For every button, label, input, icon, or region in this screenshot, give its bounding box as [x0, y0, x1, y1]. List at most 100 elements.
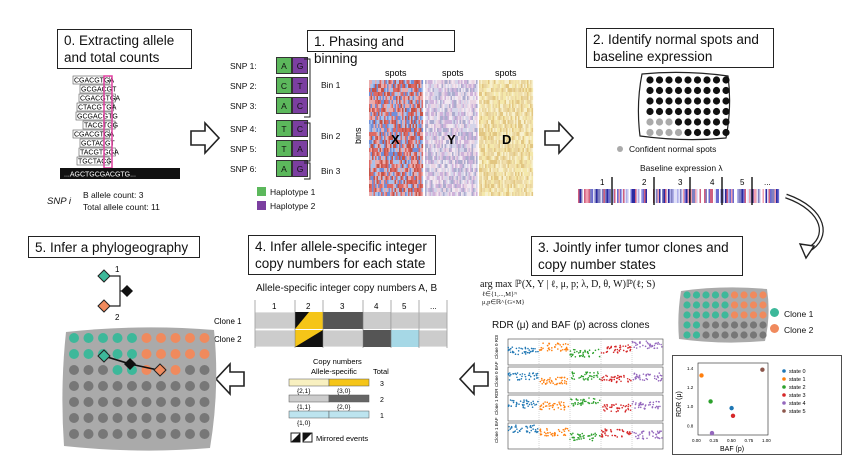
step0-title-line2: and total counts — [64, 50, 160, 65]
track-point — [581, 375, 583, 378]
map-spot — [69, 365, 79, 375]
track-point — [545, 434, 548, 437]
map-spot — [170, 381, 181, 391]
track-point — [586, 350, 589, 353]
spot — [646, 86, 654, 95]
track-point — [521, 352, 524, 354]
hap2-label: Haplotype 2 — [270, 201, 316, 211]
clone-spot — [683, 321, 691, 329]
spot — [655, 97, 664, 105]
track-point — [585, 400, 587, 403]
track-point — [548, 405, 550, 407]
track-point — [556, 403, 559, 406]
track-label: Clone 1 RDR — [494, 388, 499, 415]
track-point — [656, 436, 658, 438]
argmax-formula: arg max ℙ(X, Y | ℓ, μ, p; λ, D, θ, W)ℙ(ℓ… — [480, 279, 655, 306]
track-label: Clone 0 BAF — [494, 361, 499, 387]
track-point — [530, 401, 533, 404]
track-point — [507, 429, 510, 432]
clone-spot — [721, 331, 729, 339]
track-point — [539, 405, 542, 408]
track-point — [532, 400, 534, 403]
track-point — [651, 344, 653, 347]
track-point — [587, 376, 590, 379]
track-point — [647, 373, 649, 375]
map-spot — [199, 429, 210, 439]
track-point — [603, 404, 606, 406]
track-point — [602, 406, 604, 408]
phylogeography-map — [62, 327, 217, 451]
bin-3-label: Bin 3 — [321, 166, 341, 176]
track-point — [528, 349, 531, 351]
track-point — [548, 378, 551, 381]
track-point — [627, 403, 630, 406]
track-point — [590, 378, 593, 380]
track-point — [636, 343, 639, 346]
bins-axis-label: bins — [355, 127, 363, 144]
matrix-d-label: D — [502, 132, 511, 147]
spot — [693, 86, 702, 95]
spot — [665, 86, 673, 95]
spot — [684, 118, 692, 126]
clone-spot — [721, 311, 729, 319]
map-spot — [69, 413, 79, 423]
spot — [703, 86, 711, 95]
spot — [703, 76, 711, 84]
track-point — [528, 403, 531, 406]
cn-legend-allele-b: {3,0} — [337, 388, 351, 395]
track-point — [629, 404, 632, 407]
track-point — [510, 373, 512, 376]
track-point — [515, 347, 518, 350]
track-point — [567, 429, 570, 432]
track-point — [580, 399, 582, 401]
track-point — [594, 349, 597, 352]
cn-cell-blue — [391, 330, 419, 347]
track-point — [570, 377, 573, 379]
track-point — [572, 404, 575, 407]
track-point — [540, 346, 543, 349]
track-point — [579, 349, 581, 352]
map-spot — [199, 381, 210, 391]
track-point — [515, 404, 518, 406]
track-point — [636, 375, 638, 377]
read-box — [78, 93, 116, 103]
map-spot — [170, 349, 181, 359]
track-point — [617, 374, 619, 377]
track-point — [600, 433, 603, 436]
allele-cell: C — [292, 120, 308, 137]
track-point — [639, 406, 642, 409]
track-point — [659, 430, 661, 432]
y-tick-label: 1.0 — [687, 404, 694, 409]
track-point — [542, 342, 544, 344]
track-point — [616, 428, 619, 431]
spot — [712, 118, 721, 126]
track-point — [656, 343, 659, 345]
track-point — [533, 374, 536, 377]
track-frame — [507, 394, 664, 422]
x-tick-label: 0.25 — [710, 438, 719, 443]
track-point — [570, 355, 573, 358]
map-spot — [112, 365, 123, 375]
segment-label: 1 — [600, 178, 605, 187]
track-point — [521, 375, 523, 378]
track-point — [521, 403, 524, 406]
track-point — [554, 343, 557, 346]
legend-marker — [782, 401, 786, 405]
track-point — [592, 400, 595, 403]
track-point — [537, 400, 539, 403]
track-point — [519, 373, 521, 376]
track-point — [567, 343, 569, 346]
track-point — [543, 431, 546, 434]
reference-seq: ...AGCTGCGACGTG... — [64, 172, 136, 179]
track-point — [559, 404, 562, 407]
cn-legend-bar — [288, 378, 330, 387]
track-point — [660, 377, 663, 380]
track-point — [616, 351, 619, 353]
cn-legend-total-value: 1 — [380, 413, 384, 420]
legend-marker — [782, 409, 786, 413]
track-point — [581, 403, 584, 405]
snp-label: SNP 4: — [230, 124, 257, 134]
